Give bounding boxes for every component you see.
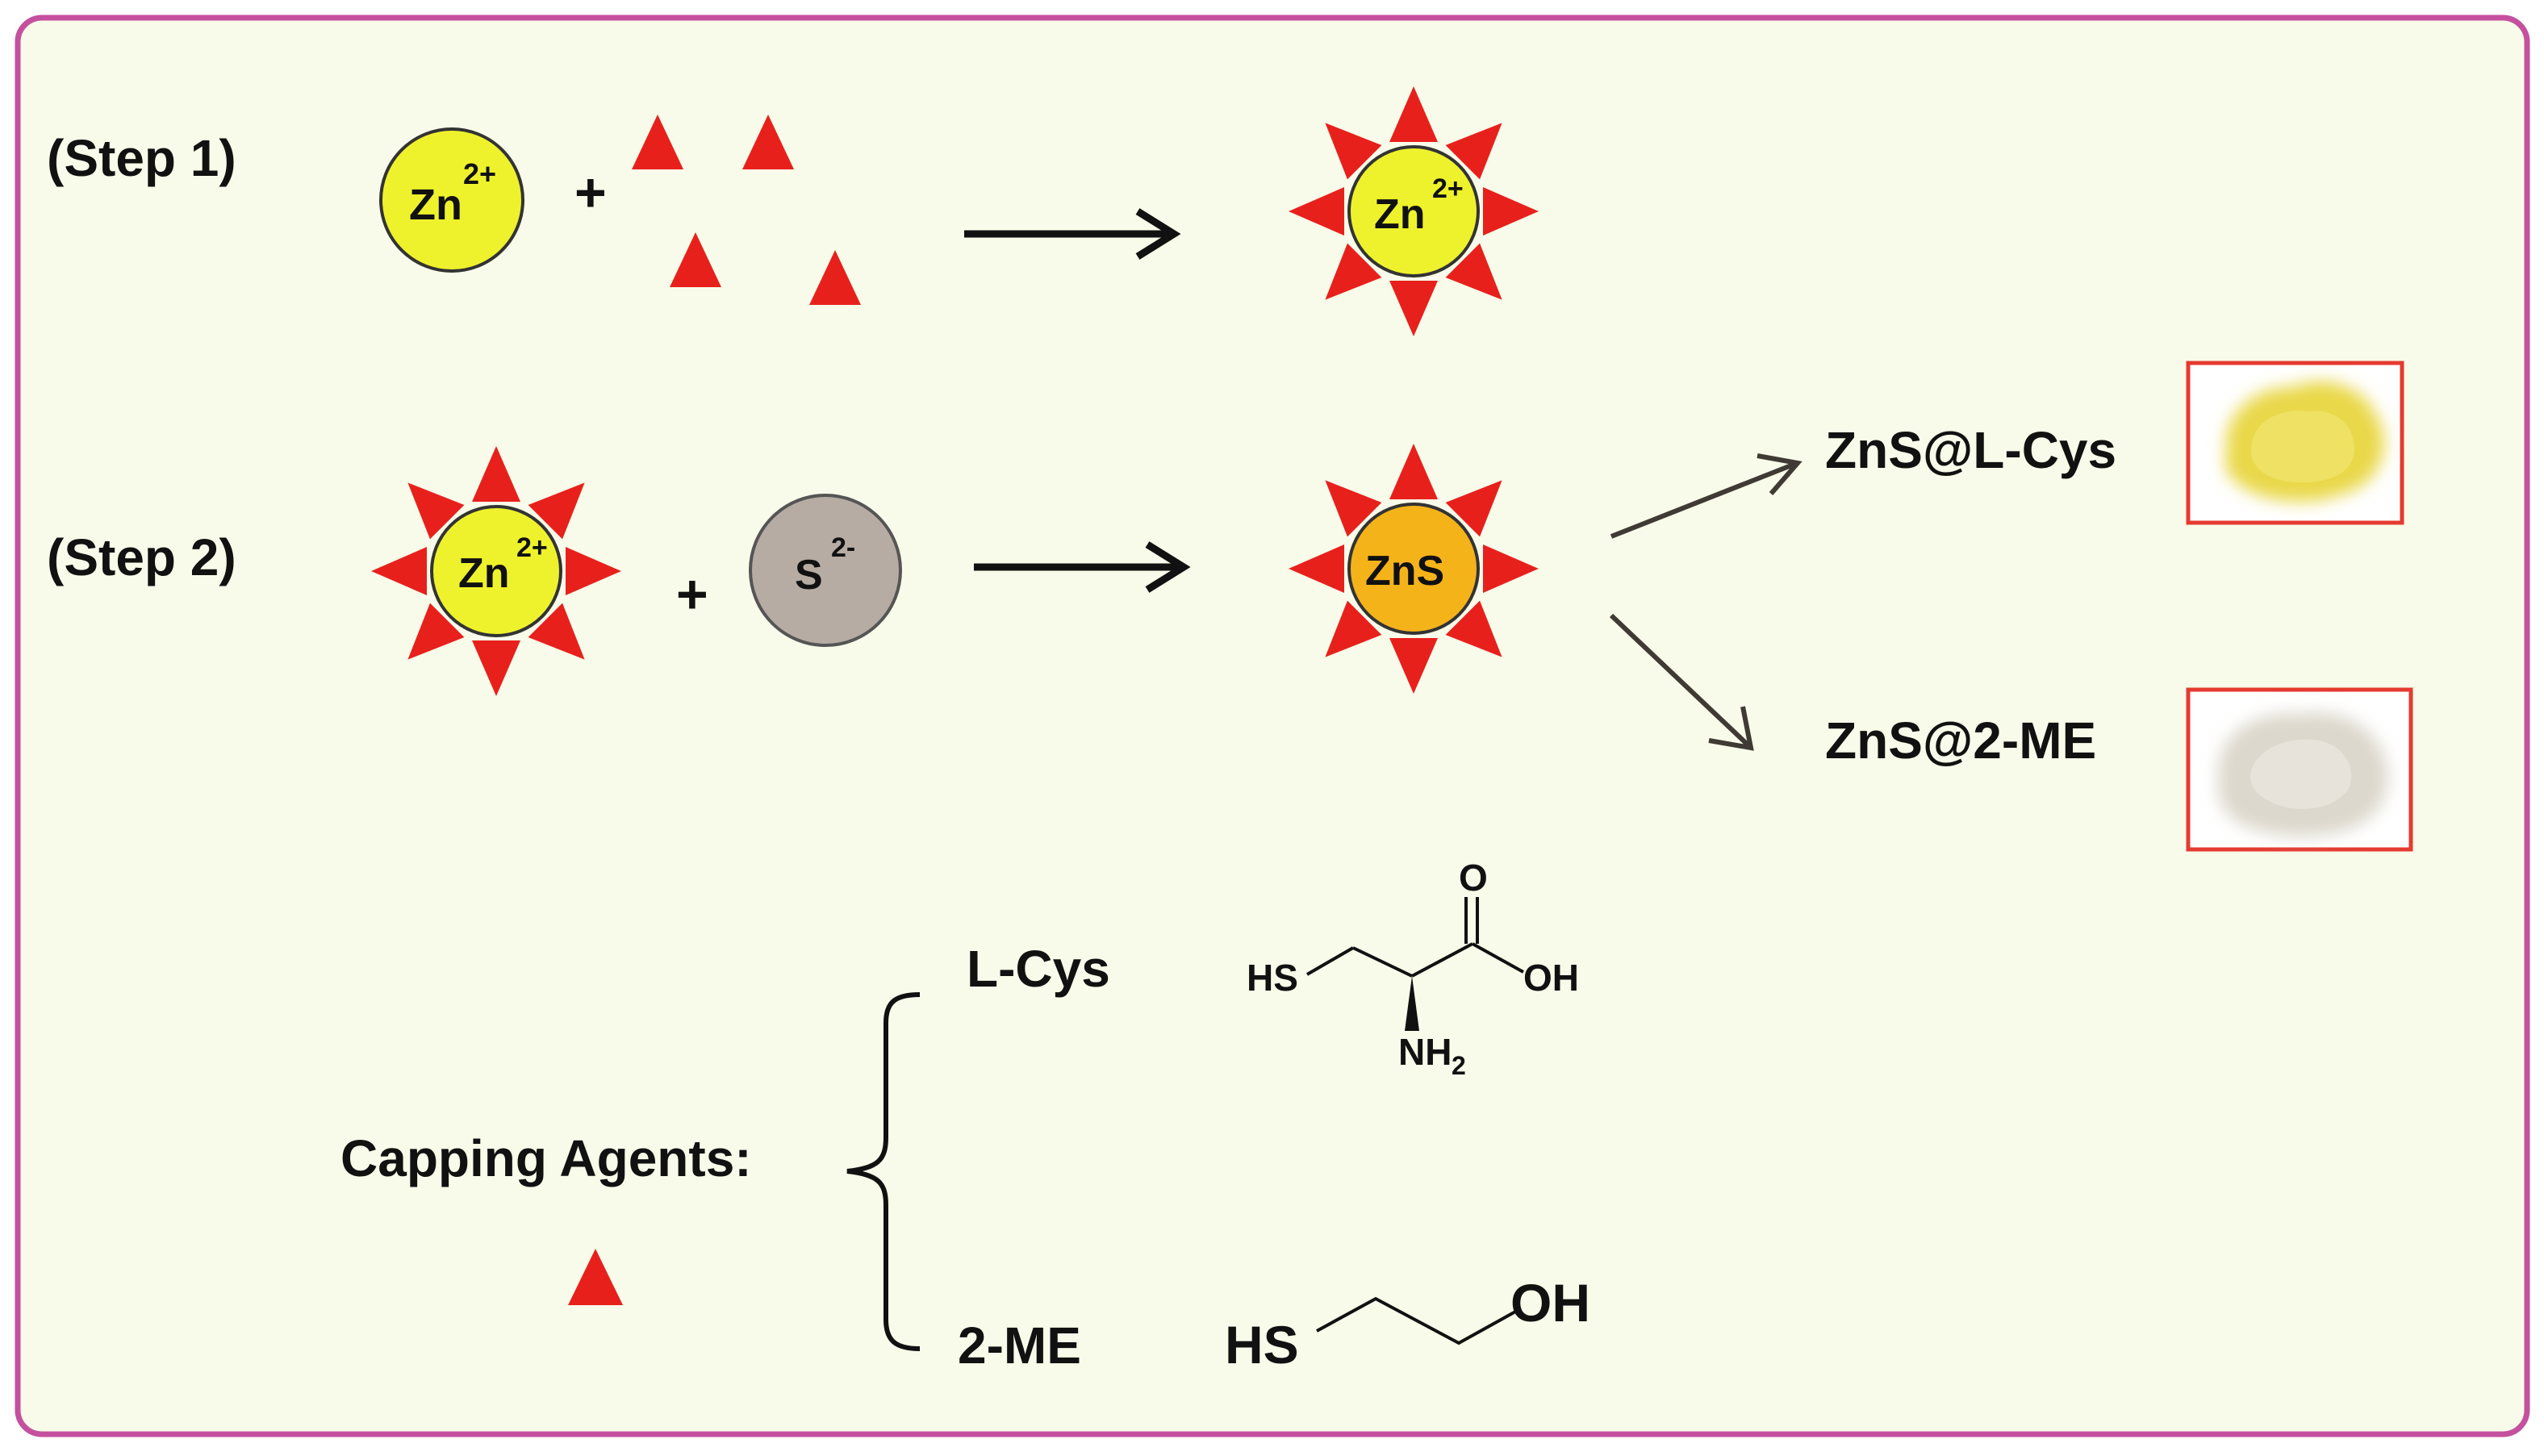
me-oh-label: OH: [1510, 1273, 1590, 1333]
product-cys-label: ZnS@L-Cys: [1825, 421, 2116, 479]
capping-ligand: [1389, 86, 1438, 142]
capping-ligand: [1389, 638, 1438, 694]
capping-ligand: [1389, 281, 1438, 336]
particle-core: [1347, 503, 1480, 635]
particle-core: [430, 505, 562, 637]
cys-nh-label: NH: [1398, 1031, 1452, 1073]
branch-arrow-cys-head: [1757, 453, 1803, 495]
ligand-triangle: [742, 115, 794, 169]
capping-ligand: [1325, 480, 1382, 537]
capping-ligand: [1445, 243, 1502, 300]
cys-nh-subscript: 2: [1452, 1051, 1466, 1080]
plus-sign: +: [676, 564, 708, 625]
capping-ligand: [528, 603, 585, 660]
me-hs-label: HS: [1225, 1315, 1299, 1375]
particle-core: [1347, 145, 1480, 277]
s-charge: 2-: [831, 532, 855, 563]
capping-ligand: [472, 640, 520, 696]
figure-panel: [15, 15, 2530, 1437]
capping-ligand: [1289, 187, 1344, 236]
zn-charge: 2+: [463, 157, 496, 190]
ligand-triangle: [632, 115, 683, 169]
capped-zn-complex: [1289, 86, 1539, 336]
zn-charge: 2+: [1432, 173, 1464, 204]
me-powder-photo: [2186, 687, 2413, 852]
capping-ligand: [1325, 600, 1382, 657]
capping-ligand: [1483, 187, 1539, 236]
capping-ligand: [1325, 243, 1382, 300]
ligand-triangle: [670, 232, 721, 287]
branch-arrow-cys: [1610, 461, 1797, 539]
capping-ligand: [1445, 600, 1502, 657]
capping-ligand: [371, 547, 427, 595]
capping-ligand: [472, 446, 520, 502]
product-me-label: ZnS@2-ME: [1825, 711, 2096, 770]
capping-ligand: [407, 482, 465, 540]
reaction-arrow-head: [1135, 208, 1181, 260]
capping-agents-title: Capping Agents:: [340, 1129, 752, 1187]
cys-name: L-Cys: [967, 940, 1110, 998]
capping-ligand: [1445, 480, 1502, 537]
step-2-label: (Step 2): [47, 528, 236, 586]
s-symbol: S: [795, 552, 823, 599]
step-1-label: (Step 1): [47, 129, 236, 187]
sulfide-ion: [749, 494, 902, 647]
zn-symbol: Zn: [458, 550, 510, 597]
capped-zns-nanoparticle: [1289, 444, 1539, 694]
zn-symbol: Zn: [1374, 191, 1426, 238]
zns-label: ZnS: [1365, 548, 1444, 594]
branch-arrow-me-head: [1708, 706, 1754, 751]
capping-ligand: [528, 482, 585, 540]
capping-ligand: [1483, 544, 1539, 593]
capping-ligand: [1389, 444, 1438, 499]
capping-ligand: [1325, 123, 1382, 180]
cys-o-label: O: [1459, 857, 1488, 899]
cys-powder-photo: [2186, 361, 2404, 525]
l-cys-structure: HS OH O NH 2: [1247, 857, 1579, 1080]
me-name: 2-ME: [958, 1316, 1081, 1375]
zn-charge: 2+: [516, 532, 548, 563]
brace: [846, 992, 921, 1351]
ligand-legend-triangle: [568, 1249, 623, 1305]
plus-sign: +: [574, 162, 607, 223]
branch-arrow-me: [1609, 613, 1752, 749]
cys-hs-label: HS: [1247, 957, 1298, 999]
capped-zn-complex: [371, 446, 621, 696]
ligand-triangle: [809, 250, 861, 305]
zn-ion: [379, 127, 524, 273]
cys-oh-label: OH: [1523, 957, 1579, 999]
2-me-structure: HS OH: [1225, 1273, 1590, 1375]
capping-ligand: [407, 603, 465, 660]
reaction-arrow-head: [1145, 541, 1191, 593]
capping-ligand: [1289, 544, 1344, 593]
capping-ligand: [566, 547, 621, 595]
zn-symbol: Zn: [409, 181, 462, 229]
capping-ligand: [1445, 123, 1502, 180]
